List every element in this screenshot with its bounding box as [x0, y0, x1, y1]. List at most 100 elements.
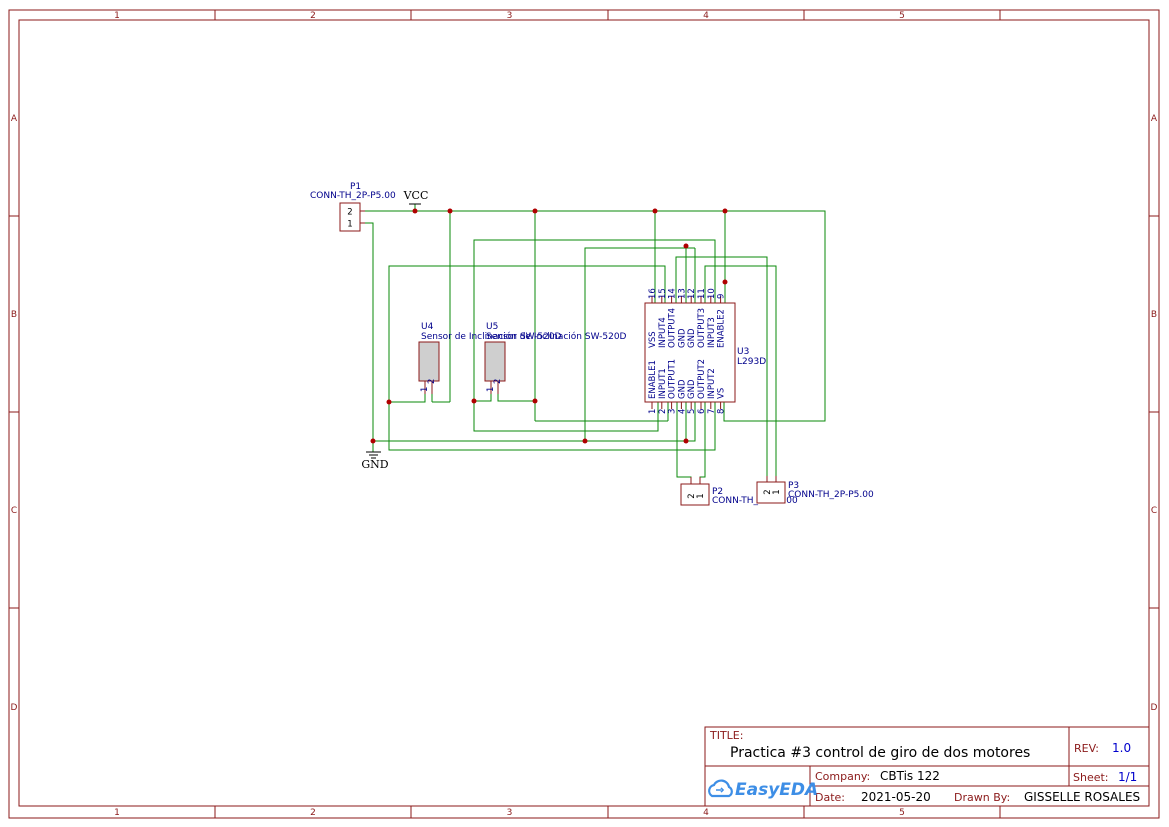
u3-pin-name: OUTPUT3: [697, 308, 707, 348]
p1-pin-2: 2: [347, 208, 352, 218]
sensor-u4[interactable]: U4 Sensor de Inclinación SW-520D 1 2: [418, 322, 562, 394]
u5-value: Sensor de Inclinación SW-520D: [486, 331, 627, 342]
sheet-label: Sheet:: [1073, 771, 1109, 784]
p1-body: [339, 202, 361, 232]
junction-dot: [370, 438, 376, 444]
rev-label: REV:: [1074, 742, 1099, 755]
u3-bottom-pins: ENABLE11INPUT12OUTPUT13GND4GND5OUTPUT26I…: [648, 359, 727, 414]
date-value: 2021-05-20: [861, 790, 931, 804]
u3-pin-name: OUTPUT2: [697, 359, 707, 399]
sheet-frame: [8, 9, 1160, 819]
p1-ref: P1: [350, 182, 361, 192]
p2-body: [680, 483, 710, 506]
vcc-symbol[interactable]: VCC: [403, 189, 429, 205]
zone-column-bottom: 5: [899, 808, 905, 818]
company-value: CBTis 122: [880, 769, 940, 783]
u5-pin-1: 1: [486, 387, 496, 392]
zone-row-left: B: [11, 310, 17, 320]
u3-pin-number: 15: [658, 288, 668, 299]
u3-pin-number: 11: [697, 288, 707, 299]
zone-column-top: 5: [899, 11, 905, 21]
date-label: Date:: [815, 791, 845, 804]
u4-body: [418, 341, 440, 382]
u3-pin-name: VSS: [648, 331, 658, 348]
u4-pin-1: 1: [420, 387, 430, 392]
u3-pin-number: 4: [677, 409, 687, 414]
zone-row-left: C: [11, 506, 17, 516]
sheet-value: 1/1: [1118, 770, 1137, 784]
zone-row-right: A: [1151, 114, 1158, 124]
zone-column-bottom: 4: [703, 808, 709, 818]
gnd-label: GND: [361, 458, 388, 471]
p1-pin-1: 1: [347, 220, 352, 230]
title-label: TITLE:: [709, 729, 743, 742]
p1-value: CONN-TH_2P-P5.00: [310, 191, 396, 201]
u3-pin-name: INPUT1: [658, 368, 668, 399]
p3-ref: P3: [788, 481, 799, 491]
zone-column-top: 1: [114, 11, 120, 21]
u3-pin-name: VS: [717, 388, 727, 399]
junction-dot: [652, 208, 658, 214]
schematic-title: Practica #3 control de giro de dos motor…: [730, 745, 1030, 761]
junction-dot: [386, 399, 392, 405]
u3-pin-number: 1: [648, 409, 658, 414]
zone-row-left: A: [11, 114, 18, 124]
p3-pin-2: 2: [763, 489, 773, 494]
u3-value: L293D: [737, 357, 766, 367]
p3-pin-1: 1: [772, 489, 782, 494]
zone-column-bottom: 3: [507, 808, 513, 818]
u3-pin-name: GND: [687, 328, 697, 348]
zone-column-top: 2: [310, 11, 316, 21]
u3-pin-number: 9: [717, 294, 727, 299]
zone-column-bottom: 2: [310, 808, 316, 818]
u3-pin-number: 8: [717, 409, 727, 414]
easyeda-logo: EasyEDA: [708, 779, 818, 800]
junctions: [370, 208, 728, 444]
rev-value: 1.0: [1112, 741, 1131, 755]
u4-ref: U4: [421, 322, 434, 332]
p3-value: CONN-TH_2P-P5.00: [788, 490, 874, 500]
u3-pin-number: 5: [687, 409, 697, 414]
drawn-by-label: Drawn By:: [954, 791, 1010, 804]
u5-body: [484, 341, 506, 382]
p2-ref: P2: [712, 487, 723, 497]
u3-pin-number: 10: [707, 288, 717, 299]
u3-ref: U3: [737, 347, 749, 357]
u3-pin-name: GND: [677, 379, 687, 399]
u3-pin-number: 7: [707, 409, 717, 414]
u3-pin-name: GND: [687, 379, 697, 399]
zone-column-top: 4: [703, 11, 709, 21]
u3-pin-number: 2: [658, 409, 668, 414]
drawn-by-value: GISSELLE ROSALES: [1024, 790, 1140, 804]
u3-pin-name: OUTPUT1: [668, 359, 678, 399]
title-block: TITLE: Practica #3 control de giro de do…: [704, 726, 1150, 807]
junction-dot: [722, 279, 728, 285]
ground-symbol[interactable]: GND: [361, 451, 389, 471]
u3-top-pins: 16VSS15INPUT414OUTPUT413GND12GND11OUTPUT…: [648, 288, 727, 348]
logo-text: EasyEDA: [735, 780, 818, 800]
ic-u3[interactable]: U3 L293D 16VSS15INPUT414OUTPUT413GND12GN…: [644, 288, 766, 414]
sensor-u5[interactable]: U5 Sensor de Inclinación SW-520D 1 2: [484, 322, 627, 394]
junction-dot: [582, 438, 588, 444]
p2-pin-1: 1: [696, 493, 706, 498]
connector-p1[interactable]: P1 CONN-TH_2P-P5.00 2 1: [310, 182, 396, 232]
u4-value: Sensor de Inclinación SW-520D: [421, 331, 562, 342]
u3-pin-name: ENABLE2: [717, 309, 727, 348]
u5-ref: U5: [486, 322, 498, 332]
p3-body: [756, 481, 786, 504]
junction-dot: [447, 208, 453, 214]
junction-dot: [722, 208, 728, 214]
u3-pin-name: INPUT3: [707, 317, 717, 348]
u3-pin-name: INPUT4: [658, 317, 668, 348]
p2-pin-2: 2: [687, 493, 697, 498]
zone-row-right: D: [1151, 703, 1158, 713]
zone-row-left: D: [11, 703, 18, 713]
u3-pin-number: 14: [668, 288, 678, 299]
u3-pin-name: ENABLE1: [648, 360, 658, 399]
connector-p3[interactable]: 2 1 P3 CONN-TH_2P-P5.00: [756, 476, 874, 504]
zone-column-bottom: 1: [114, 808, 120, 818]
u4-pin-2-inner: 2: [427, 379, 437, 384]
connector-p2[interactable]: 2 1 P2 CONN-TH_2P-P5.00: [680, 477, 798, 506]
u3-pin-name: OUTPUT4: [668, 308, 678, 348]
